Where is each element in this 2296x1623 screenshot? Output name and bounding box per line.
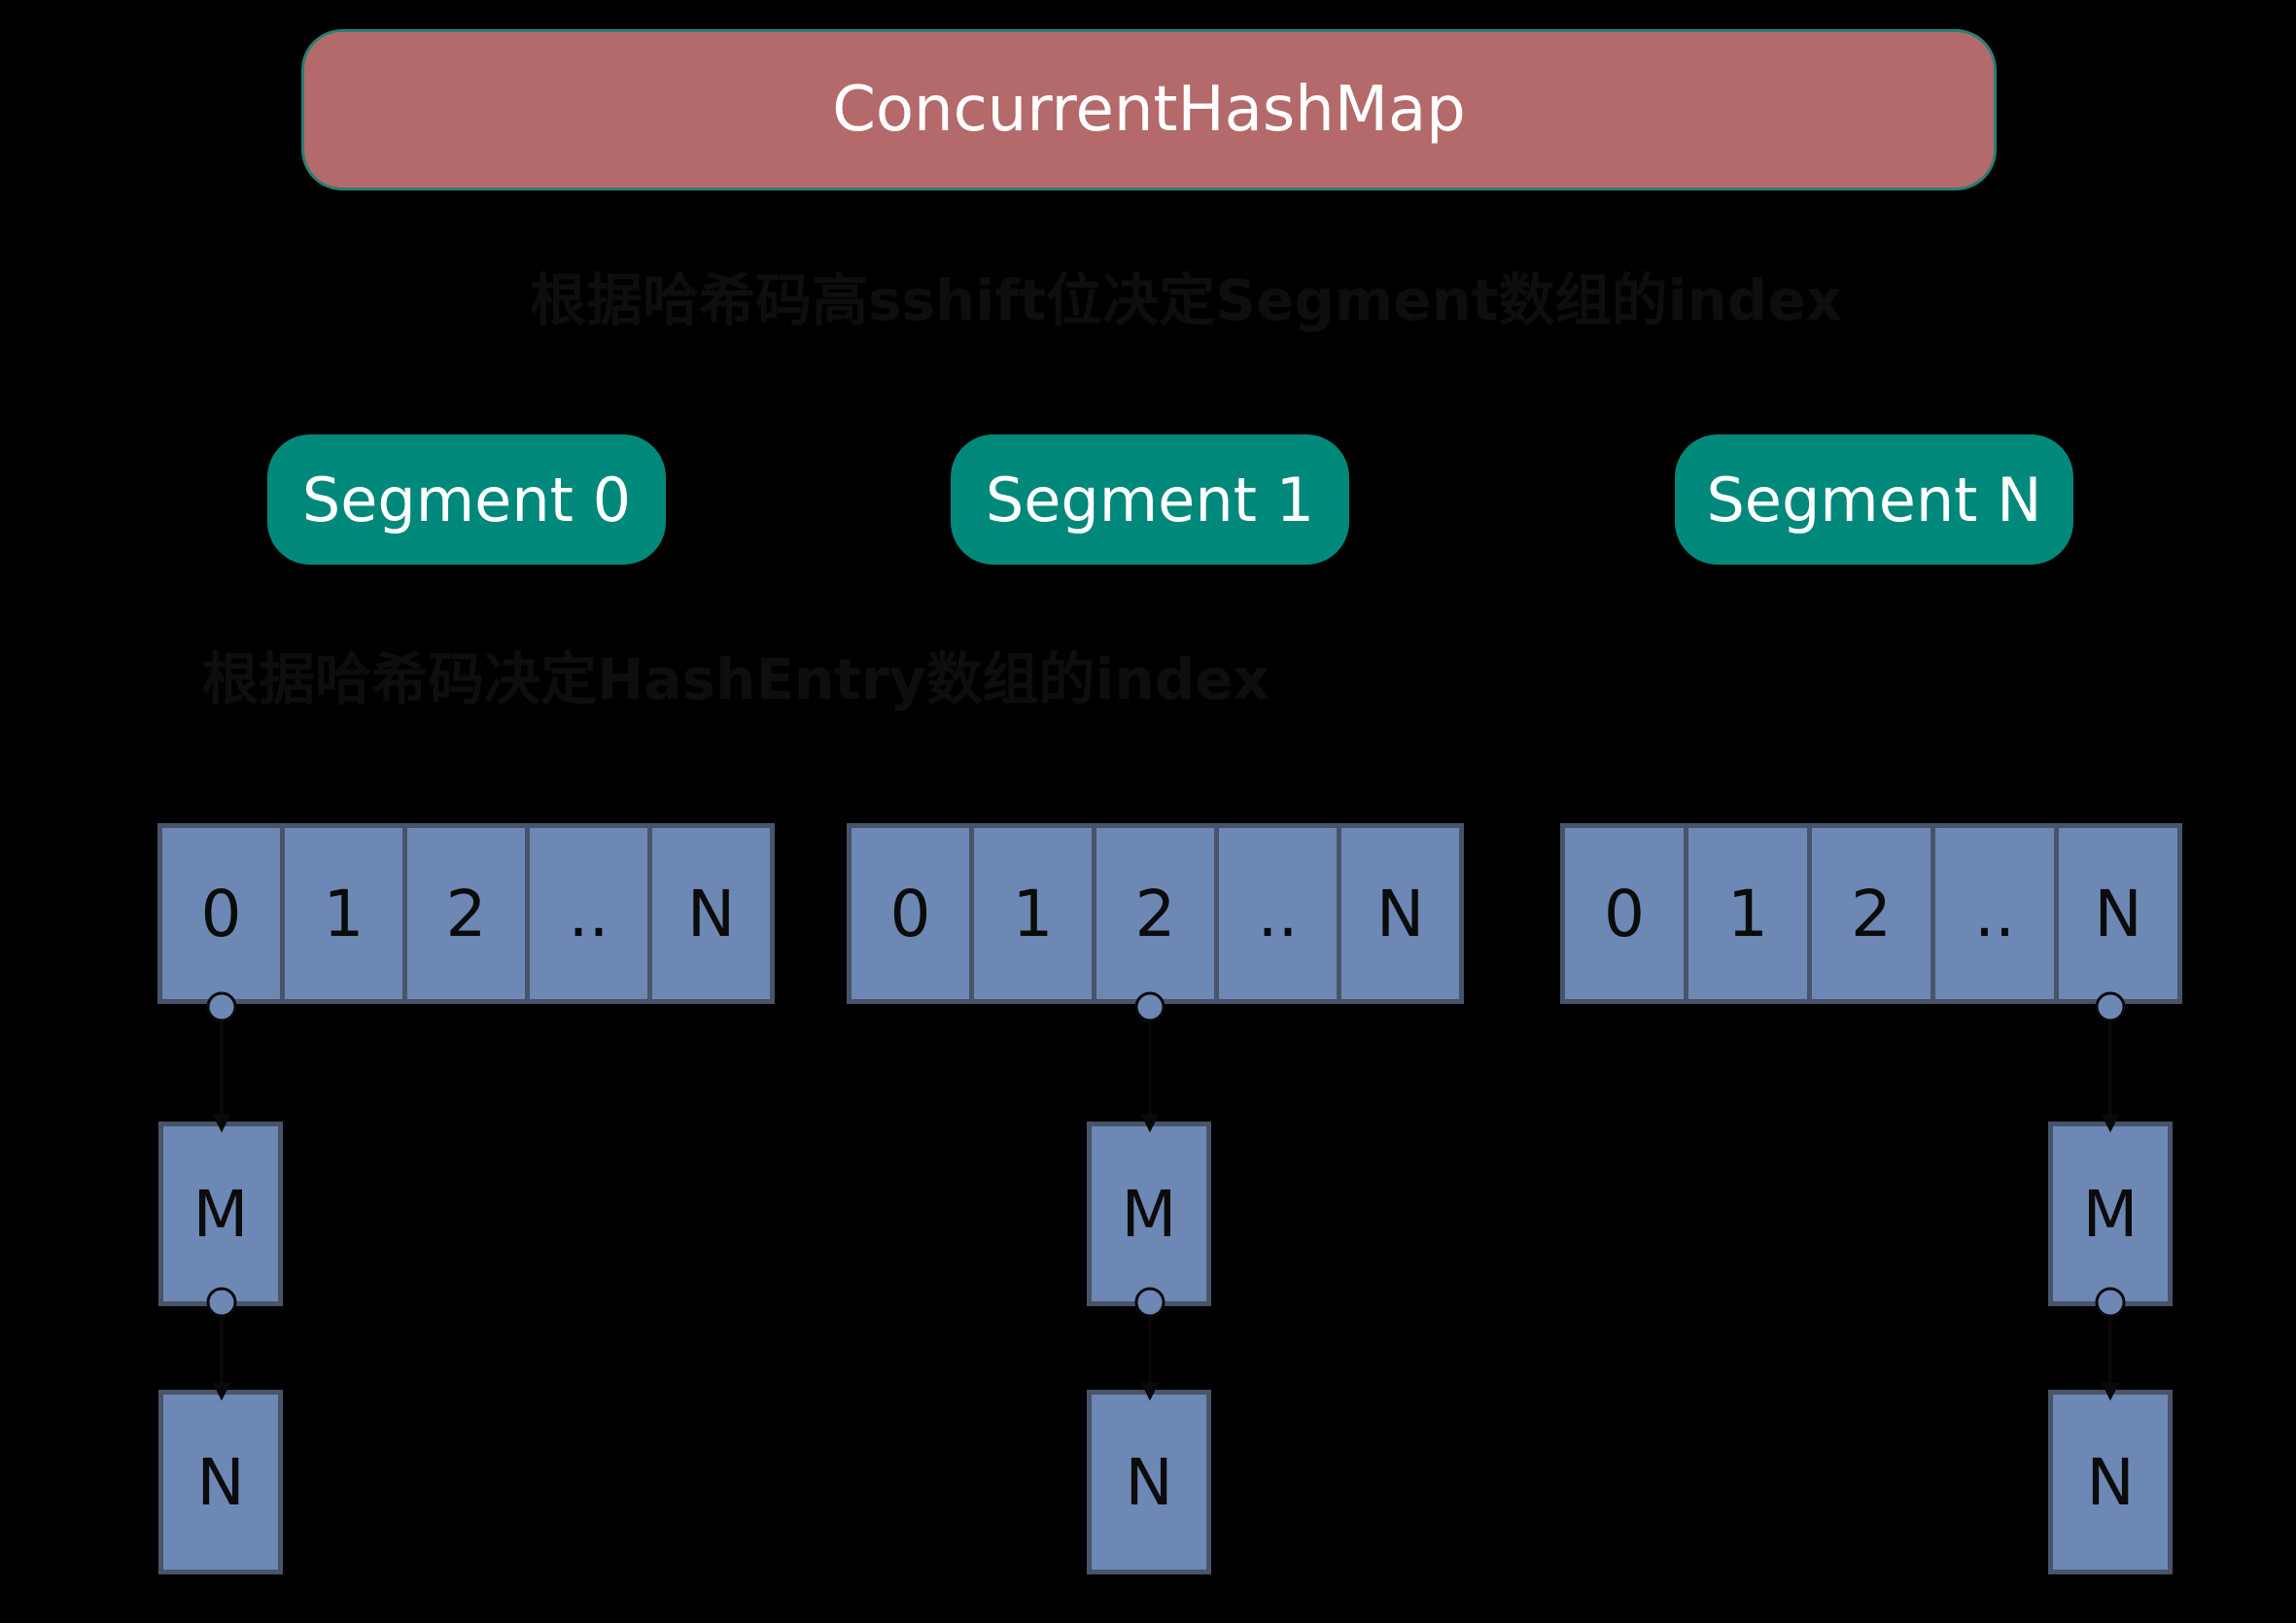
chain-n-node-m: M xyxy=(2048,1122,2173,1306)
segment-n-box: Segment N xyxy=(1675,434,2073,565)
link-arrow-0-1 xyxy=(206,991,237,1133)
chain-0-node-n: N xyxy=(158,1390,283,1574)
array-cell: N xyxy=(647,823,775,1004)
chain-0-node-m: M xyxy=(158,1122,283,1306)
link-arrow-n-1 xyxy=(2095,991,2126,1133)
segment-n-label: Segment N xyxy=(1706,464,2042,535)
array-cell: 1 xyxy=(969,823,1096,1004)
chain-n-node-n: N xyxy=(2048,1390,2173,1574)
link-arrow-0-2 xyxy=(206,1287,237,1401)
link-arrow-n-2 xyxy=(2095,1287,2126,1401)
array-cell: 1 xyxy=(280,823,407,1004)
array-cell: 2 xyxy=(1807,823,1935,1004)
segment-0-label: Segment 0 xyxy=(301,464,632,535)
array-cell: 1 xyxy=(1684,823,1812,1004)
hashentry-array-1: 0 1 2 .. N xyxy=(847,823,1464,1004)
link-arrow-1-1 xyxy=(1134,991,1165,1133)
array-cell: .. xyxy=(525,823,652,1004)
hashentry-index-caption: 根据哈希码决定HashEntry数组的index xyxy=(202,646,1270,712)
segment-0-box: Segment 0 xyxy=(267,434,666,565)
hashentry-array-0: 0 1 2 .. N xyxy=(157,823,775,1004)
array-cell: 0 xyxy=(847,823,974,1004)
concurrent-hashmap-box: ConcurrentHashMap xyxy=(301,29,1997,190)
segment-1-box: Segment 1 xyxy=(951,434,1349,565)
array-cell: N xyxy=(1337,823,1464,1004)
link-arrow-1-2 xyxy=(1134,1287,1165,1401)
array-cell: .. xyxy=(1931,823,2059,1004)
array-cell: 2 xyxy=(1092,823,1219,1004)
title-label: ConcurrentHashMap xyxy=(832,74,1466,146)
chain-1-node-n: N xyxy=(1087,1390,1211,1574)
segment-1-label: Segment 1 xyxy=(985,464,1315,535)
segment-index-caption: 根据哈希码高sshift位决定Segment数组的index xyxy=(530,267,1843,333)
